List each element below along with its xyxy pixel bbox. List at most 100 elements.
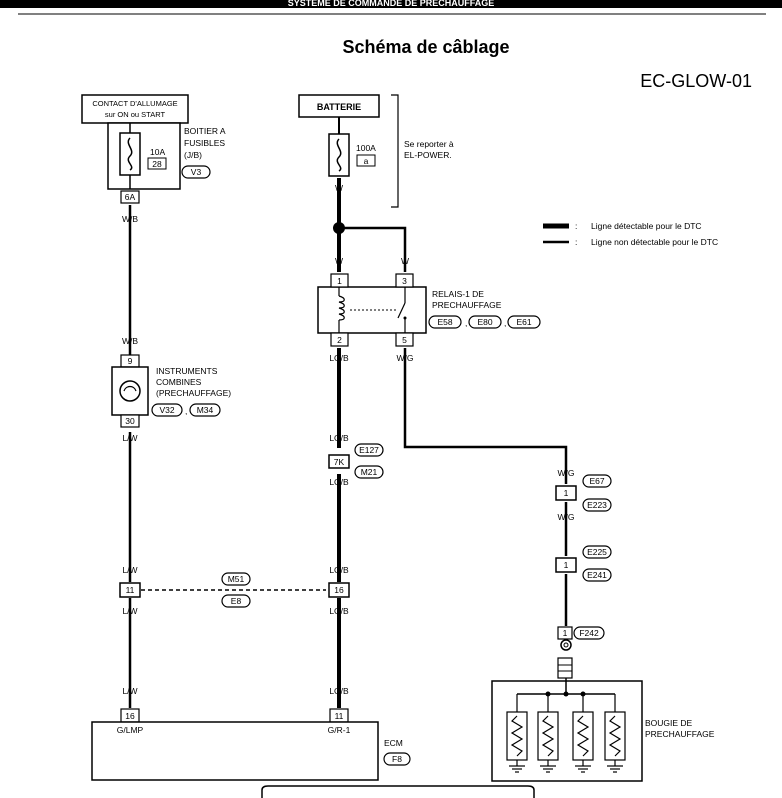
connector-tag [468,315,502,329]
diagram-code: EC-GLOW-01 [640,71,752,91]
page-title: Schéma de câblage [342,37,509,57]
lamp-icon [119,380,141,402]
wire-color-label: LG/B [329,606,349,616]
ignition-switch: CONTACT D'ALLUMAGE sur ON ou START [81,94,189,124]
pin-number: 1 [563,628,568,638]
pin-box [119,582,141,598]
fuse-number-box [356,154,376,167]
pin-box [328,454,350,469]
banner-bar [0,0,782,8]
connector-tag [582,545,612,559]
junction-m51: 11 16 M51 E8 [119,572,350,608]
wire-color-label: W [401,256,409,266]
cluster-label: (PRECHAUFFAGE) [156,388,231,398]
pin-number: 11 [335,711,344,721]
connector-tag [582,474,612,488]
connector-tag [428,315,462,329]
bottom-frame [261,785,535,798]
pin-box [555,557,577,573]
glow-plug-label: BOUGIE DE [645,718,693,728]
pin-box [555,485,577,501]
pin-number: 16 [125,711,135,721]
header-banner: SYSTEME DE COMMANDE DE PRECHAUFFAGE [0,0,782,15]
ring-terminal-hole [563,642,569,648]
pin-box [328,582,350,598]
wire-color-label: L/W [122,565,137,575]
wires [128,117,568,708]
connector-tag [221,594,251,608]
pin-number: 7K [334,457,345,467]
fuse-body [328,133,350,177]
wire-color-label: W [335,183,343,193]
pin-box [120,190,140,204]
pin-number: 9 [128,356,133,366]
pin-number: 1 [337,276,342,286]
fuse-body [119,132,141,176]
connector-tag [181,165,211,179]
pin-number: 1 [564,488,569,498]
fuse-icon [127,137,133,171]
connector-id: M51 [228,574,245,584]
connector-id: V32 [159,405,174,415]
wire-color-label: W/G [558,512,575,522]
connector-id: E67 [589,476,604,486]
wire-color-label: W [335,256,343,266]
wire-wg [403,348,568,484]
ignition-label: sur ON ou START [105,110,166,119]
wire-color-label: LG/B [329,477,349,487]
connector-id: E80 [477,317,492,327]
pin-number: 30 [125,416,135,426]
fuse-box: 10A 28 BOITIER A FUSIBLES (J/B) V3 6A [107,122,226,204]
connector-id: F8 [392,754,402,764]
bus-node [563,691,569,697]
connector-id: M21 [361,467,378,477]
battery: BATTERIE 100A a Se reporter à EL-POWER. [298,94,454,208]
connector-id: E223 [587,500,607,510]
connector-tag [582,568,612,582]
separator: , [504,318,506,328]
wire-w [339,226,407,272]
legend-non-detectable-text: Ligne non détectable pour le DTC [591,237,718,247]
cluster-label: INSTRUMENTS [156,366,218,376]
fuse-number-box [147,157,167,170]
pin-box [557,626,573,640]
pin-number: 11 [126,585,135,595]
connector-id: E241 [587,570,607,580]
wire-color-label: W/G [397,353,414,363]
connector-id: E127 [359,445,379,455]
pin-number: 3 [402,276,407,286]
pin-number: 1 [564,560,569,570]
connector-id: E58 [437,317,452,327]
wire-color-label: L/W [122,606,137,616]
pin-number: 6A [125,192,136,202]
glow-plug-unit [537,694,559,773]
fuse-box-label: BOITIER A [184,126,226,136]
fuse-icon [336,138,342,172]
pin-box [120,414,140,428]
junction-e67: 1 E67 E223 [555,474,612,512]
connector-id: V3 [191,167,202,177]
pin-number: 5 [402,335,407,345]
connector-id: E61 [516,317,531,327]
relay-label: RELAIS-1 DE [432,289,484,299]
plug-stud [557,657,573,679]
cluster-label: COMBINES [156,377,202,387]
connector-id: E225 [587,547,607,557]
legend: : Ligne détectable pour le DTC : Ligne n… [543,221,718,247]
connector-tag [383,752,411,766]
connector-tag [151,403,183,417]
glow-plug-label: PRECHAUFFAGE [645,729,715,739]
connector-tag [582,498,612,512]
glow-plug-unit [572,694,594,773]
fuse-number: a [364,156,369,166]
connector-tag [507,315,541,329]
ecm: 16 11 G/LMP G/R-1 ECM F8 [91,708,411,781]
wire-color-label: W/B [122,214,138,224]
pin-number: 2 [337,335,342,345]
fuse-box-label: FUSIBLES [184,138,225,148]
wire-color-label: LG/B [329,433,349,443]
separator: , [185,406,187,416]
legend-colon: : [575,237,577,247]
wire-color-label: LG/B [329,565,349,575]
